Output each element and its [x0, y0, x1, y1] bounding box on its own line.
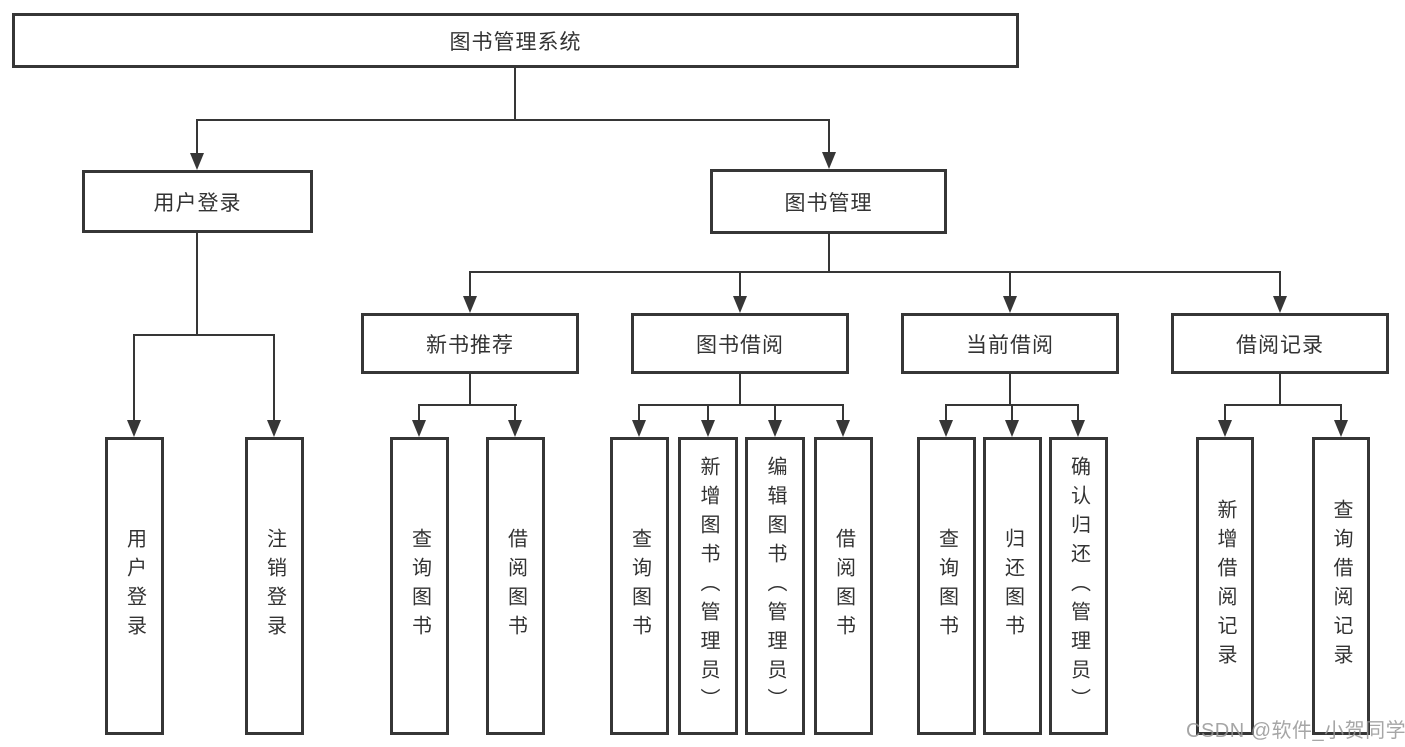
leaf-current-confirm-return-admin: 确认归还（管理员）	[1049, 437, 1108, 735]
leaf-borrow-edit-books-admin-label: 编辑图书（管理员）	[764, 455, 786, 717]
leaf-current-confirm-return-admin-label: 确认归还（管理员）	[1067, 455, 1090, 717]
leaf-records-query-record: 查询借阅记录	[1312, 437, 1370, 735]
connector-line	[196, 232, 198, 336]
arrow-down-icon	[1003, 296, 1017, 313]
arrow-down-icon	[1218, 420, 1232, 437]
connector-line	[1340, 404, 1342, 421]
connector-line	[1009, 271, 1011, 297]
leaf-borrow-query-books-label: 查询图书	[628, 528, 651, 644]
arrow-down-icon	[267, 420, 281, 437]
arrow-down-icon	[508, 420, 522, 437]
connector-line	[828, 233, 830, 273]
node-borrow-records-label: 借阅记录	[1236, 333, 1324, 357]
connector-line	[1279, 373, 1281, 406]
leaf-current-return-books-label: 归还图书	[1001, 528, 1024, 644]
arrow-down-icon	[822, 152, 836, 169]
connector-line	[1009, 373, 1011, 406]
arrow-down-icon	[939, 420, 953, 437]
leaf-user-login-label: 用户登录	[123, 528, 146, 644]
leaf-current-query-books: 查询图书	[917, 437, 976, 735]
arrow-down-icon	[733, 296, 747, 313]
connector-line	[1011, 404, 1013, 421]
connector-line	[638, 404, 640, 421]
leaf-records-query-record-label: 查询借阅记录	[1330, 499, 1352, 673]
arrow-down-icon	[1071, 420, 1085, 437]
leaf-records-add-record: 新增借阅记录	[1196, 437, 1254, 735]
connector-line	[842, 404, 844, 421]
arrow-down-icon	[701, 420, 715, 437]
node-current-borrow: 当前借阅	[901, 313, 1119, 374]
connector-line	[774, 404, 776, 421]
node-root-label: 图书管理系统	[449, 30, 582, 54]
leaf-borrow-add-books-admin-label: 新增图书（管理员）	[697, 455, 719, 717]
connector-line	[469, 271, 471, 297]
connector-line	[418, 404, 517, 406]
node-book-borrow: 图书借阅	[631, 313, 849, 374]
node-book-management-label: 图书管理	[784, 191, 873, 215]
arrow-down-icon	[1005, 420, 1019, 437]
arrow-down-icon	[463, 296, 477, 313]
connector-line	[1224, 404, 1226, 421]
arrow-down-icon	[127, 420, 141, 437]
connector-line	[469, 373, 471, 406]
connector-line	[828, 119, 830, 153]
connector-line	[945, 404, 947, 421]
csdn-watermark: CSDN @软件_小贺同学	[1186, 720, 1405, 742]
connector-line	[196, 119, 198, 154]
connector-line	[1077, 404, 1079, 421]
leaf-recommend-query-books-label: 查询图书	[408, 528, 431, 644]
leaf-borrow-add-books-admin: 新增图书（管理员）	[678, 437, 738, 735]
leaf-recommend-query-books: 查询图书	[390, 437, 449, 735]
node-book-management: 图书管理	[710, 169, 947, 234]
connector-line	[1279, 271, 1281, 297]
leaf-borrow-query-books: 查询图书	[610, 437, 669, 735]
arrow-down-icon	[768, 420, 782, 437]
leaf-current-return-books: 归还图书	[983, 437, 1042, 735]
node-user-login: 用户登录	[82, 170, 313, 233]
connector-line	[418, 404, 420, 421]
connector-line	[638, 404, 844, 406]
leaf-recommend-borrow-books-label: 借阅图书	[504, 528, 527, 644]
connector-line	[133, 334, 275, 336]
connector-line	[133, 334, 135, 421]
leaf-recommend-borrow-books: 借阅图书	[486, 437, 545, 735]
connector-line	[514, 68, 516, 120]
node-new-book-recommend: 新书推荐	[361, 313, 579, 374]
connector-line	[739, 373, 741, 406]
leaf-logout-label: 注销登录	[263, 528, 286, 644]
node-user-login-label: 用户登录	[153, 191, 242, 215]
arrow-down-icon	[412, 420, 426, 437]
node-borrow-records: 借阅记录	[1171, 313, 1389, 374]
leaf-borrow-edit-books-admin: 编辑图书（管理员）	[745, 437, 805, 735]
leaf-records-add-record-label: 新增借阅记录	[1214, 499, 1236, 673]
leaf-borrow-borrow-books: 借阅图书	[814, 437, 873, 735]
connector-line	[707, 404, 709, 421]
arrow-down-icon	[190, 153, 204, 170]
node-current-borrow-label: 当前借阅	[966, 333, 1054, 357]
connector-line	[514, 404, 516, 421]
connector-line	[273, 334, 275, 421]
leaf-user-login: 用户登录	[105, 437, 164, 735]
connector-line	[196, 119, 830, 121]
leaf-borrow-borrow-books-label: 借阅图书	[832, 528, 855, 644]
arrow-down-icon	[1273, 296, 1287, 313]
connector-line	[469, 271, 1281, 273]
node-new-book-recommend-label: 新书推荐	[426, 333, 514, 357]
arrow-down-icon	[632, 420, 646, 437]
leaf-current-query-books-label: 查询图书	[935, 528, 958, 644]
arrow-down-icon	[836, 420, 850, 437]
connector-line	[739, 271, 741, 297]
arrow-down-icon	[1334, 420, 1348, 437]
leaf-logout: 注销登录	[245, 437, 304, 735]
connector-line	[1224, 404, 1342, 406]
node-root: 图书管理系统	[12, 13, 1019, 68]
node-book-borrow-label: 图书借阅	[696, 333, 784, 357]
